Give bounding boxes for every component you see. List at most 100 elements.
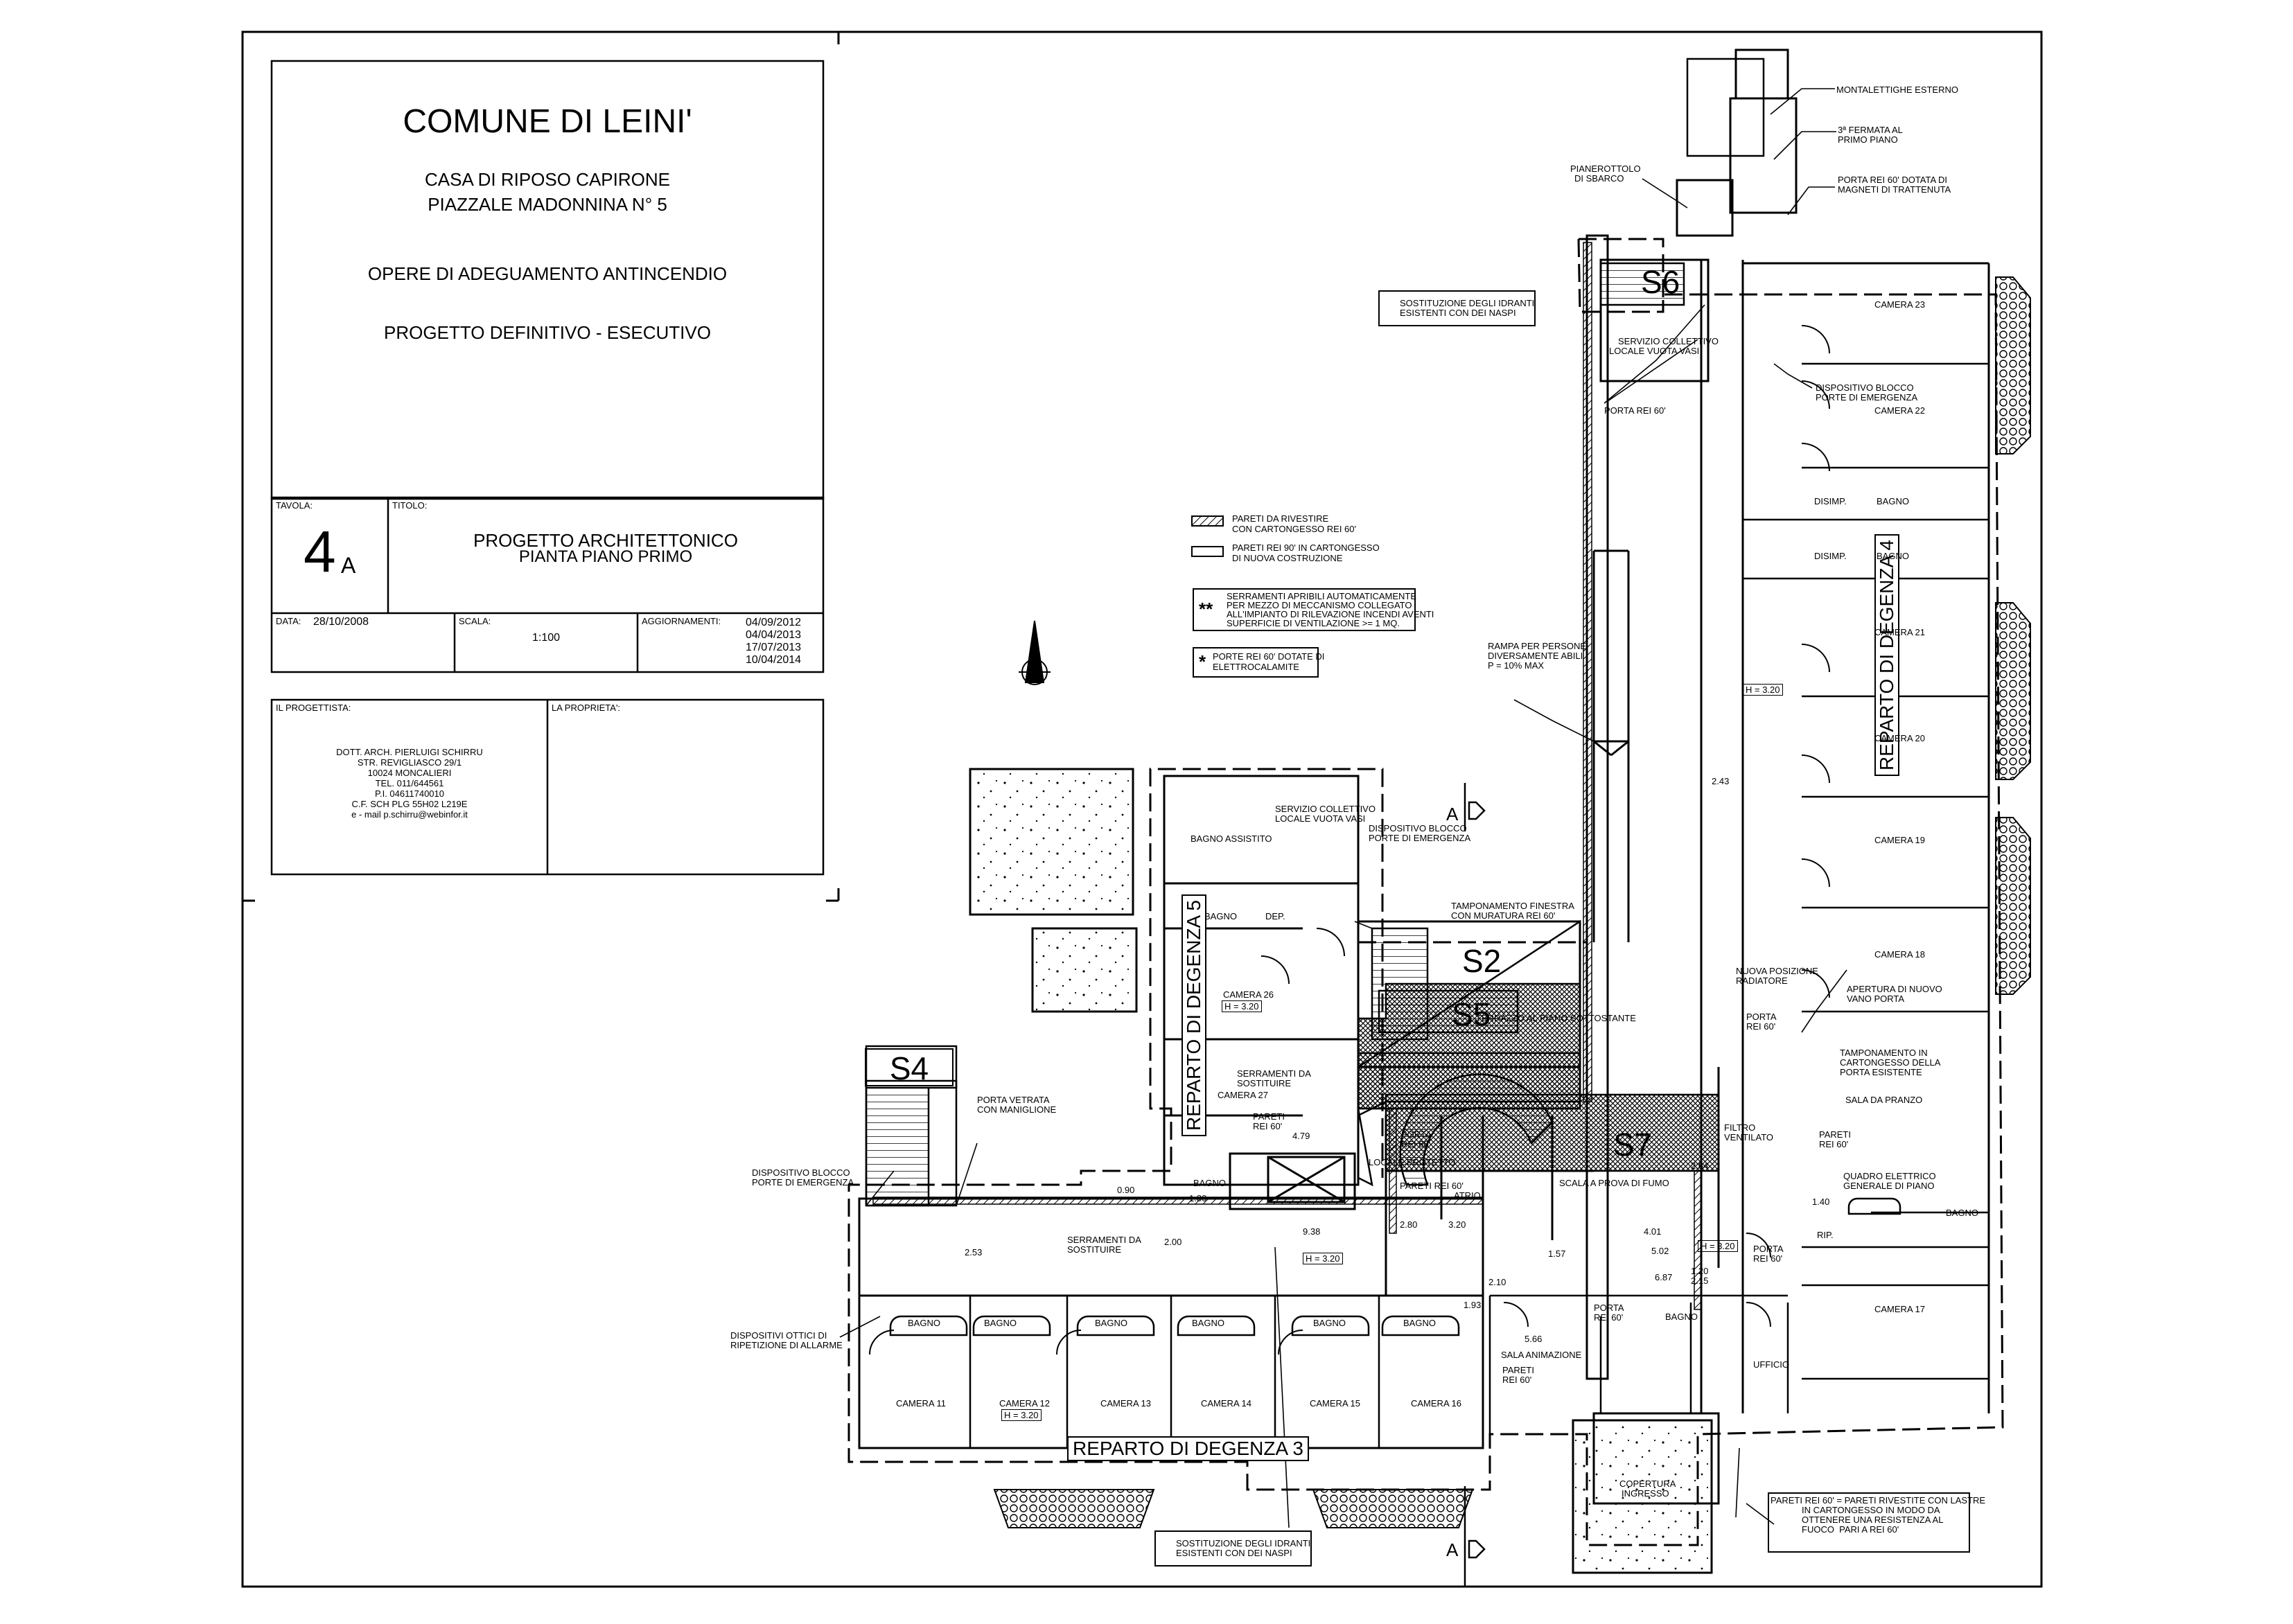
note-blocco: PORTE DI EMERGENZA bbox=[752, 1177, 854, 1188]
note-pareti: PARETI bbox=[1253, 1111, 1285, 1122]
note-rampa: RAMPA PER PERSONE bbox=[1488, 641, 1587, 651]
height-tag: H = 3.20 bbox=[1001, 1409, 1042, 1421]
room-copertura-ingresso: INGRESSO bbox=[1622, 1488, 1669, 1499]
dimension-label: 2.10 bbox=[1488, 1277, 1506, 1287]
dimension-label: 5.02 bbox=[1651, 1246, 1669, 1256]
note-serramenti: SOSTITUIRE bbox=[1067, 1244, 1122, 1255]
legend-double-star-line: SUPERFICIE DI VENTILAZIONE >= 1 MQ. bbox=[1227, 618, 1400, 628]
note-apertura: APERTURA DI NUOVO bbox=[1847, 984, 1942, 994]
legend-hatched-line: PARETI DA RIVESTIRE bbox=[1232, 513, 1329, 524]
note-quadro: QUADRO ELETTRICO bbox=[1843, 1171, 1936, 1181]
note-radiatore: NUOVA POSIZIONE bbox=[1736, 966, 1818, 976]
room-scala-prova-fumo: SCALA A PROVA DI FUMO bbox=[1559, 1178, 1669, 1188]
note-blocco: DISPOSITIVO BLOCCO bbox=[1816, 382, 1914, 393]
note-serramenti: SOSTITUIRE bbox=[1237, 1078, 1292, 1088]
aggiornamento-date: 17/07/2013 bbox=[746, 642, 802, 653]
note-dispositivi-ottici: RIPETIZIONE DI ALLARME bbox=[730, 1340, 843, 1350]
room-bagno: BAGNO bbox=[1193, 1178, 1226, 1188]
dimension-label: 9.38 bbox=[1303, 1226, 1321, 1237]
stair-label-s7: S7 bbox=[1613, 1127, 1653, 1163]
legend-double-star: ** bbox=[1199, 599, 1213, 619]
legend-plain-line: PARETI REI 90' IN CARTONGESSO bbox=[1232, 542, 1380, 553]
height-tag: H = 3.20 bbox=[1303, 1253, 1343, 1264]
room-camera-18: CAMERA 18 bbox=[1874, 949, 1925, 960]
dimension-label: 1.40 bbox=[1812, 1197, 1830, 1207]
room-camera-26: CAMERA 26 bbox=[1223, 989, 1274, 1000]
subtitle-casa-riposo: CASA DI RIPOSO CAPIRONE bbox=[425, 169, 670, 190]
elevator bbox=[1267, 1156, 1346, 1203]
note-rivestite: IN CARTONGESSO IN MODO DA bbox=[1802, 1505, 1940, 1515]
room-camera-23: CAMERA 23 bbox=[1874, 299, 1925, 310]
legend-star-line: ELETTROCALAMITE bbox=[1213, 662, 1299, 672]
ward-label-5: REPARTO DI DEGENZA 5 bbox=[1181, 894, 1206, 1136]
room-camera-13: CAMERA 13 bbox=[1100, 1398, 1151, 1409]
room-bagno: BAGNO bbox=[1313, 1318, 1346, 1328]
note-serramenti: SERRAMENTI DA bbox=[1067, 1235, 1141, 1245]
room-camera-19: CAMERA 19 bbox=[1874, 835, 1925, 845]
note-fermata: 3ª FERMATA AL bbox=[1838, 125, 1903, 135]
legend-hatched-line: CON CARTONGESSO REI 60' bbox=[1232, 524, 1356, 534]
room-bagno: BAGNO bbox=[908, 1318, 940, 1328]
ramp bbox=[1592, 549, 1630, 942]
room-ripostiglio: RIP. bbox=[1817, 1230, 1834, 1240]
stair-label-s2: S2 bbox=[1462, 943, 1502, 979]
room-bagno: BAGNO bbox=[984, 1318, 1017, 1328]
progettista-line: TEL. 011/644561 bbox=[375, 778, 444, 788]
room-vuota-vasi: LOCALE VUOTA VASI bbox=[1275, 813, 1366, 824]
dimension-label: 1.93 bbox=[1464, 1300, 1482, 1310]
data-label: DATA: bbox=[276, 616, 301, 626]
room-bagno: BAGNO bbox=[1877, 551, 1909, 561]
scala-value: 1:100 bbox=[531, 632, 561, 644]
room-sala-pranzo: SALA DA PRANZO bbox=[1845, 1095, 1923, 1105]
room-copertura: COPERTURA bbox=[1619, 1479, 1676, 1489]
room-bagno: BAGNO bbox=[1403, 1318, 1436, 1328]
tavola-label: TAVOLA: bbox=[276, 500, 313, 511]
bathroom-niches bbox=[889, 1197, 1901, 1336]
note-rei60: REI 60' bbox=[1746, 1021, 1776, 1032]
note-porta-magneti: PORTA REI 60' DOTATA DI bbox=[1838, 175, 1948, 185]
note-rei60: REI 60' bbox=[1253, 1121, 1283, 1131]
note-porta: PORTA bbox=[1401, 1129, 1432, 1140]
progettista-line: C.F. SCH PLG 55H02 L219E bbox=[351, 799, 468, 809]
room-camera-22: CAMERA 22 bbox=[1874, 405, 1925, 416]
note-porta: PORTA bbox=[1753, 1244, 1784, 1254]
aggiornamenti-label: AGGIORNAMENTI: bbox=[642, 616, 721, 626]
stair-label-s5: S5 bbox=[1452, 996, 1491, 1032]
room-deposito: DEP. bbox=[1265, 911, 1285, 921]
title-block-frames bbox=[270, 60, 825, 876]
room-ufficio: UFFICIO bbox=[1753, 1359, 1789, 1370]
room-camera-14: CAMERA 14 bbox=[1201, 1398, 1251, 1409]
ward-label-3: REPARTO DI DEGENZA 3 bbox=[1067, 1436, 1309, 1461]
note-rei60: REI 60' bbox=[1594, 1312, 1624, 1323]
room-locale-protetto: LOCALE PROTETTO bbox=[1369, 1157, 1456, 1167]
room-camera-27: CAMERA 27 bbox=[1218, 1090, 1268, 1100]
note-blocco: DISPOSITIVO BLOCCO bbox=[1369, 823, 1467, 833]
dimension-label: 0.90 bbox=[1117, 1185, 1135, 1195]
north-arrow-icon bbox=[1019, 620, 1051, 685]
room-camera-15: CAMERA 15 bbox=[1310, 1398, 1360, 1409]
note-tamponamento-finestra: CON MURATURA REI 60' bbox=[1451, 910, 1556, 921]
room-disimpegno: DISIMP. bbox=[1814, 496, 1847, 506]
note-rivestite: PARETI REI 60' = PARETI RIVESTITE CON LA… bbox=[1771, 1495, 1986, 1506]
note-idranti: SOSTITUZIONE DEGLI IDRANTI bbox=[1400, 298, 1535, 308]
note-rivestite: FUOCO PARI A REI 60' bbox=[1802, 1524, 1899, 1535]
note-tamponamento-cartongesso: PORTA ESISTENTE bbox=[1840, 1067, 1922, 1077]
callout-boxes bbox=[1154, 290, 1970, 1566]
titolo-label: TITOLO: bbox=[392, 500, 428, 511]
dimension-label: 1.57 bbox=[1548, 1248, 1566, 1259]
note-montalettighe: MONTALETTIGHE ESTERNO bbox=[1836, 85, 1958, 95]
note-idranti: ESISTENTI CON DEI NASPI bbox=[1176, 1548, 1292, 1558]
note-radiatore: RADIATORE bbox=[1736, 976, 1788, 986]
note-rampa: DIVERSAMENTE ABILI bbox=[1488, 651, 1583, 661]
stair-label-s6: S6 bbox=[1641, 264, 1680, 300]
note-porta-vetrata: CON MANIGLIONE bbox=[977, 1104, 1057, 1115]
dimension-label: 2.15 bbox=[1691, 1276, 1709, 1286]
room-bagno: BAGNO bbox=[1946, 1208, 1978, 1218]
note-idranti: ESISTENTI CON DEI NASPI bbox=[1400, 308, 1516, 318]
note-idranti: SOSTITUZIONE DEGLI IDRANTI bbox=[1176, 1538, 1311, 1548]
bay-windows bbox=[993, 276, 2031, 1528]
sheet-border bbox=[241, 30, 2043, 1588]
room-camera-17: CAMERA 17 bbox=[1874, 1304, 1925, 1314]
legend-plain-line: DI NUOVA COSTRUZIONE bbox=[1232, 553, 1343, 563]
